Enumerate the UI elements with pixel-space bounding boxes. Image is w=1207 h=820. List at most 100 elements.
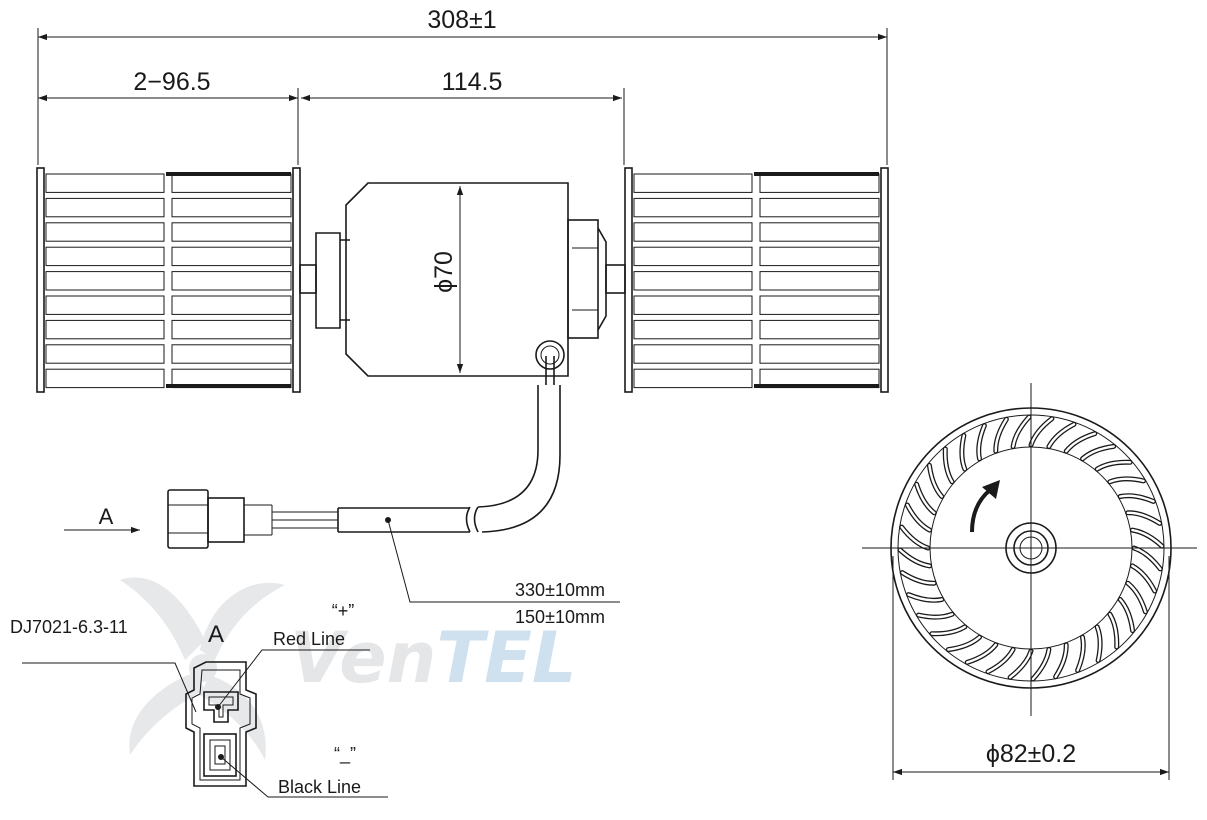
wheel-slat bbox=[171, 271, 292, 291]
impeller-blade bbox=[1096, 625, 1102, 662]
impeller-blade bbox=[1108, 477, 1145, 483]
wheel-slat bbox=[759, 222, 880, 242]
wheel-slat bbox=[171, 173, 292, 193]
wheel-slat bbox=[633, 271, 753, 291]
wheel-slat bbox=[633, 368, 753, 389]
wheel-slat bbox=[45, 197, 165, 218]
impeller-blade bbox=[1029, 417, 1054, 447]
impeller-blade bbox=[901, 571, 936, 585]
wheel-slat bbox=[45, 295, 165, 315]
impeller-blade bbox=[900, 525, 930, 550]
cable-length-short: 150±10mm bbox=[515, 607, 605, 627]
wheel-slat bbox=[171, 344, 292, 364]
wheel-band bbox=[166, 384, 291, 388]
impeller-blade bbox=[898, 548, 931, 568]
view-arrow-a: A bbox=[64, 504, 140, 534]
wheel-band bbox=[754, 172, 879, 176]
impeller-blade bbox=[1119, 494, 1155, 503]
view-arrow-label: A bbox=[99, 504, 114, 529]
impeller-blade bbox=[1031, 648, 1051, 681]
watermark-fan-logo bbox=[120, 577, 285, 760]
impeller-blade bbox=[915, 483, 936, 514]
wheel-slat bbox=[759, 344, 880, 364]
impeller-blade bbox=[1131, 528, 1164, 548]
wheel-slat bbox=[633, 344, 753, 364]
wheel-slat bbox=[759, 295, 880, 315]
motor-diameter-label: ϕ70 bbox=[430, 251, 458, 293]
impeller-blade bbox=[1132, 546, 1162, 571]
overall-length-label: 308±1 bbox=[427, 6, 496, 34]
impeller-blade bbox=[1096, 461, 1132, 471]
connector-view-label: A bbox=[208, 621, 224, 648]
wheel-width-label: 2−96.5 bbox=[133, 68, 210, 96]
wheel-slat bbox=[759, 173, 880, 193]
watermark-brand: VenTEL bbox=[290, 617, 577, 699]
motor-diameter-dimension: ϕ70 bbox=[430, 186, 464, 373]
impeller-blade bbox=[960, 434, 966, 471]
motor-span-dimension: 114.5 bbox=[301, 68, 625, 165]
cable-length-long: 330±10mm bbox=[515, 580, 605, 600]
wheel-slat bbox=[759, 271, 880, 291]
right-blower-wheel bbox=[624, 167, 889, 393]
wheel-slat bbox=[171, 222, 292, 242]
wheel-width-dimension: 2−96.5 bbox=[38, 68, 299, 165]
connector-face-view bbox=[22, 649, 388, 798]
impeller-blade bbox=[977, 424, 986, 460]
impeller-blade bbox=[1054, 643, 1068, 678]
impeller-blade bbox=[1047, 423, 1076, 448]
wheel-band bbox=[754, 384, 879, 388]
wheel-slat bbox=[171, 197, 292, 218]
wheel-slat bbox=[171, 295, 292, 315]
wheel-slat bbox=[45, 344, 165, 364]
wheel-slat bbox=[45, 271, 165, 291]
impeller-blade bbox=[930, 625, 966, 635]
impeller-blade bbox=[1131, 564, 1156, 593]
impeller-blade bbox=[917, 613, 954, 619]
wheel-slat bbox=[633, 319, 753, 340]
wheel-slat bbox=[633, 173, 753, 193]
wheel-slat bbox=[759, 197, 880, 218]
impeller-front-view: ϕ82±0.2 bbox=[862, 383, 1197, 780]
wheel-diameter-label: ϕ82±0.2 bbox=[986, 740, 1076, 768]
impeller-blade bbox=[1011, 415, 1031, 448]
impeller-blade bbox=[1081, 445, 1115, 460]
left-blower-wheel bbox=[36, 167, 301, 393]
wheel-slat bbox=[759, 319, 880, 340]
wheel-slat bbox=[45, 368, 165, 389]
watermark: VenTEL bbox=[120, 577, 577, 760]
impeller-blade bbox=[907, 593, 943, 602]
wheel-slat bbox=[45, 222, 165, 242]
wheel-slat bbox=[171, 246, 292, 267]
wheel-slat bbox=[45, 246, 165, 267]
wheel-slat bbox=[633, 197, 753, 218]
positive-terminal-label: “+” bbox=[332, 601, 355, 621]
impeller-blade bbox=[1008, 649, 1033, 679]
impeller-blade bbox=[986, 648, 1015, 673]
wheel-slat bbox=[633, 222, 753, 242]
black-line-label: Black Line bbox=[278, 777, 361, 797]
impeller-blade bbox=[1126, 582, 1147, 613]
impeller-blade bbox=[1119, 598, 1134, 632]
negative-terminal-label: “_” bbox=[334, 744, 356, 765]
impeller-blade bbox=[994, 418, 1008, 453]
impeller-blade bbox=[947, 636, 981, 651]
wheel-slat bbox=[759, 246, 880, 267]
impeller-blade bbox=[966, 643, 997, 664]
power-cable bbox=[272, 356, 620, 603]
motor-body bbox=[299, 182, 626, 377]
impeller-blade bbox=[1126, 511, 1161, 525]
connector-side-view bbox=[167, 489, 273, 549]
impeller-blade bbox=[906, 503, 931, 532]
impeller-blade bbox=[1065, 432, 1096, 453]
impeller-blade bbox=[1108, 613, 1118, 649]
impeller-blade bbox=[1076, 636, 1085, 672]
wheel-slat bbox=[633, 295, 753, 315]
connector-part-number: DJ7021-6.3-11 bbox=[10, 617, 128, 637]
impeller-blade bbox=[944, 447, 954, 483]
overall-length-dimension: 308±1 bbox=[37, 6, 888, 165]
wheel-slat bbox=[633, 246, 753, 267]
wheel-slat bbox=[45, 319, 165, 340]
wheel-slat bbox=[45, 173, 165, 193]
impeller-blade bbox=[928, 464, 943, 498]
